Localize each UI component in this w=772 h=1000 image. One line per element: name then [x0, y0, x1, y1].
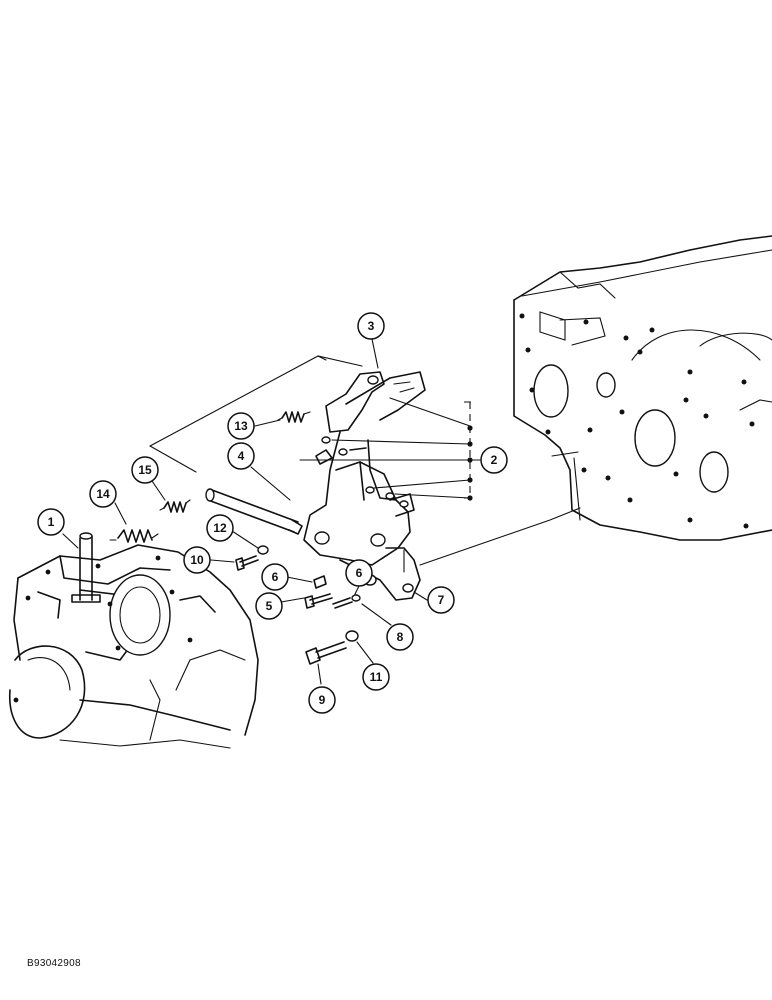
callout-label-7: 7 [438, 593, 445, 607]
callout-15: 15 [131, 456, 159, 484]
callout-label-2: 2 [491, 453, 498, 467]
spring-14 [109, 529, 159, 543]
callout-9: 9 [308, 686, 336, 714]
figure-code: B93042908 [27, 958, 81, 969]
callout-2: 2 [480, 446, 508, 474]
callout-label-6a: 6 [272, 570, 279, 584]
linkage-rod [419, 507, 581, 566]
callout-label-11: 11 [370, 670, 383, 684]
callout-label-8: 8 [397, 630, 404, 644]
engine-block [513, 235, 772, 541]
callout-12: 12 [206, 514, 234, 542]
callout-label-14: 14 [96, 487, 110, 501]
callout-13: 13 [227, 412, 255, 440]
leader-lines [62, 338, 481, 685]
linkage-rod-end [573, 457, 581, 521]
callout-label-10: 10 [190, 553, 204, 567]
callout-6b: 6 [345, 559, 373, 587]
callout-10: 10 [183, 546, 211, 574]
callout-6a: 6 [261, 563, 289, 591]
callout-3: 3 [357, 312, 385, 340]
callout-label-13: 13 [234, 419, 248, 433]
fasteners [235, 545, 361, 665]
callout-8: 8 [386, 623, 414, 651]
callout-7: 7 [427, 586, 455, 614]
pump-housing [8, 532, 259, 749]
callout-label-1: 1 [48, 515, 55, 529]
callout-14: 14 [89, 480, 117, 508]
callout-1: 1 [37, 508, 65, 536]
callout-label-9: 9 [319, 693, 326, 707]
callout-label-4: 4 [238, 449, 245, 463]
shaft-4 [205, 488, 303, 535]
spring-13 [277, 411, 311, 423]
callout-label-12: 12 [213, 521, 227, 535]
callout-label-5: 5 [266, 599, 273, 613]
callout-label-6b: 6 [356, 566, 363, 580]
callout-11: 11 [362, 663, 390, 691]
callout-5: 5 [255, 592, 283, 620]
callout-4: 4 [227, 442, 255, 470]
callout-label-15: 15 [138, 463, 152, 477]
callout-label-3: 3 [368, 319, 375, 333]
spring-15 [159, 499, 191, 513]
